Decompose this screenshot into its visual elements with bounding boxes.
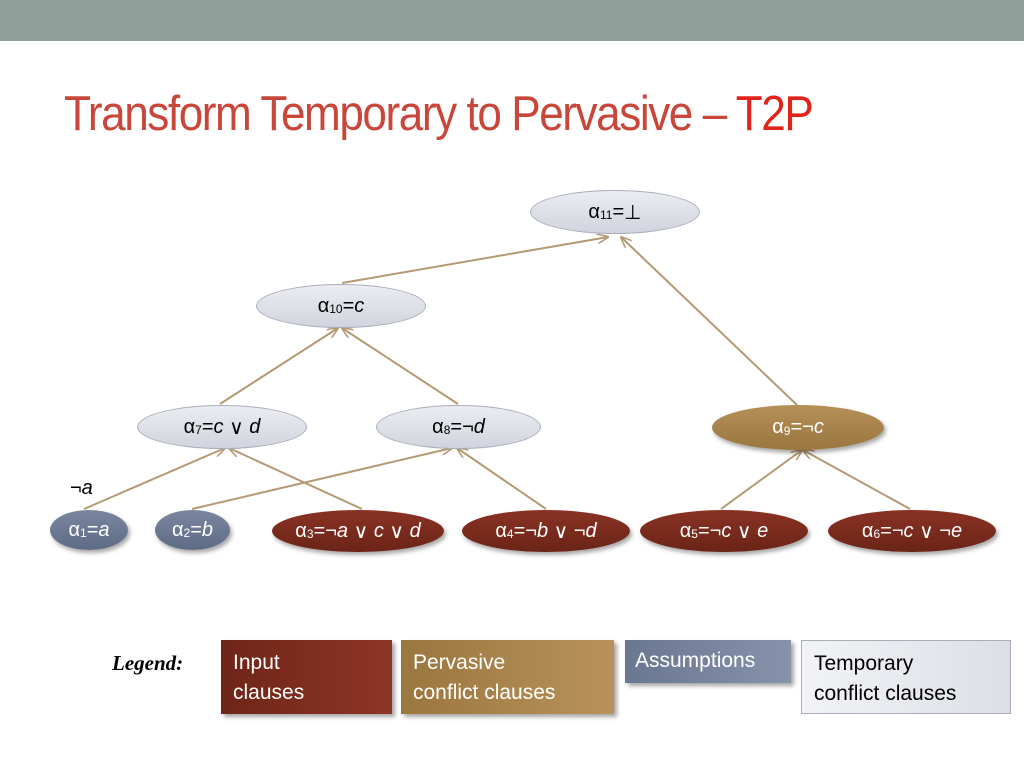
edge-a9-to-a11 <box>621 237 798 406</box>
edge-a4-to-a8 <box>457 448 547 510</box>
legend-assumptions: Assumptions <box>625 640 791 683</box>
edge-a8-to-a10 <box>342 328 459 405</box>
edge-a7-to-a10 <box>219 328 338 405</box>
edge-label-not-a: ¬a <box>70 477 93 499</box>
top-bar <box>0 0 1024 41</box>
edge-a6-to-a9 <box>803 450 911 510</box>
edge-a5-to-a9 <box>720 450 802 510</box>
title-highlight: T2P <box>735 87 814 141</box>
edge-a10-to-a11 <box>341 237 608 284</box>
title-text: Transform Temporary to Pervasive – <box>64 87 736 141</box>
edge-a3-to-a7 <box>229 448 363 510</box>
edge-a2-to-a8 <box>191 448 452 510</box>
legend-label: Legend: <box>112 651 184 675</box>
slide-title: Transform Temporary to Pervasive – T2P <box>64 86 814 142</box>
edge-a1-to-a7 <box>83 448 225 510</box>
